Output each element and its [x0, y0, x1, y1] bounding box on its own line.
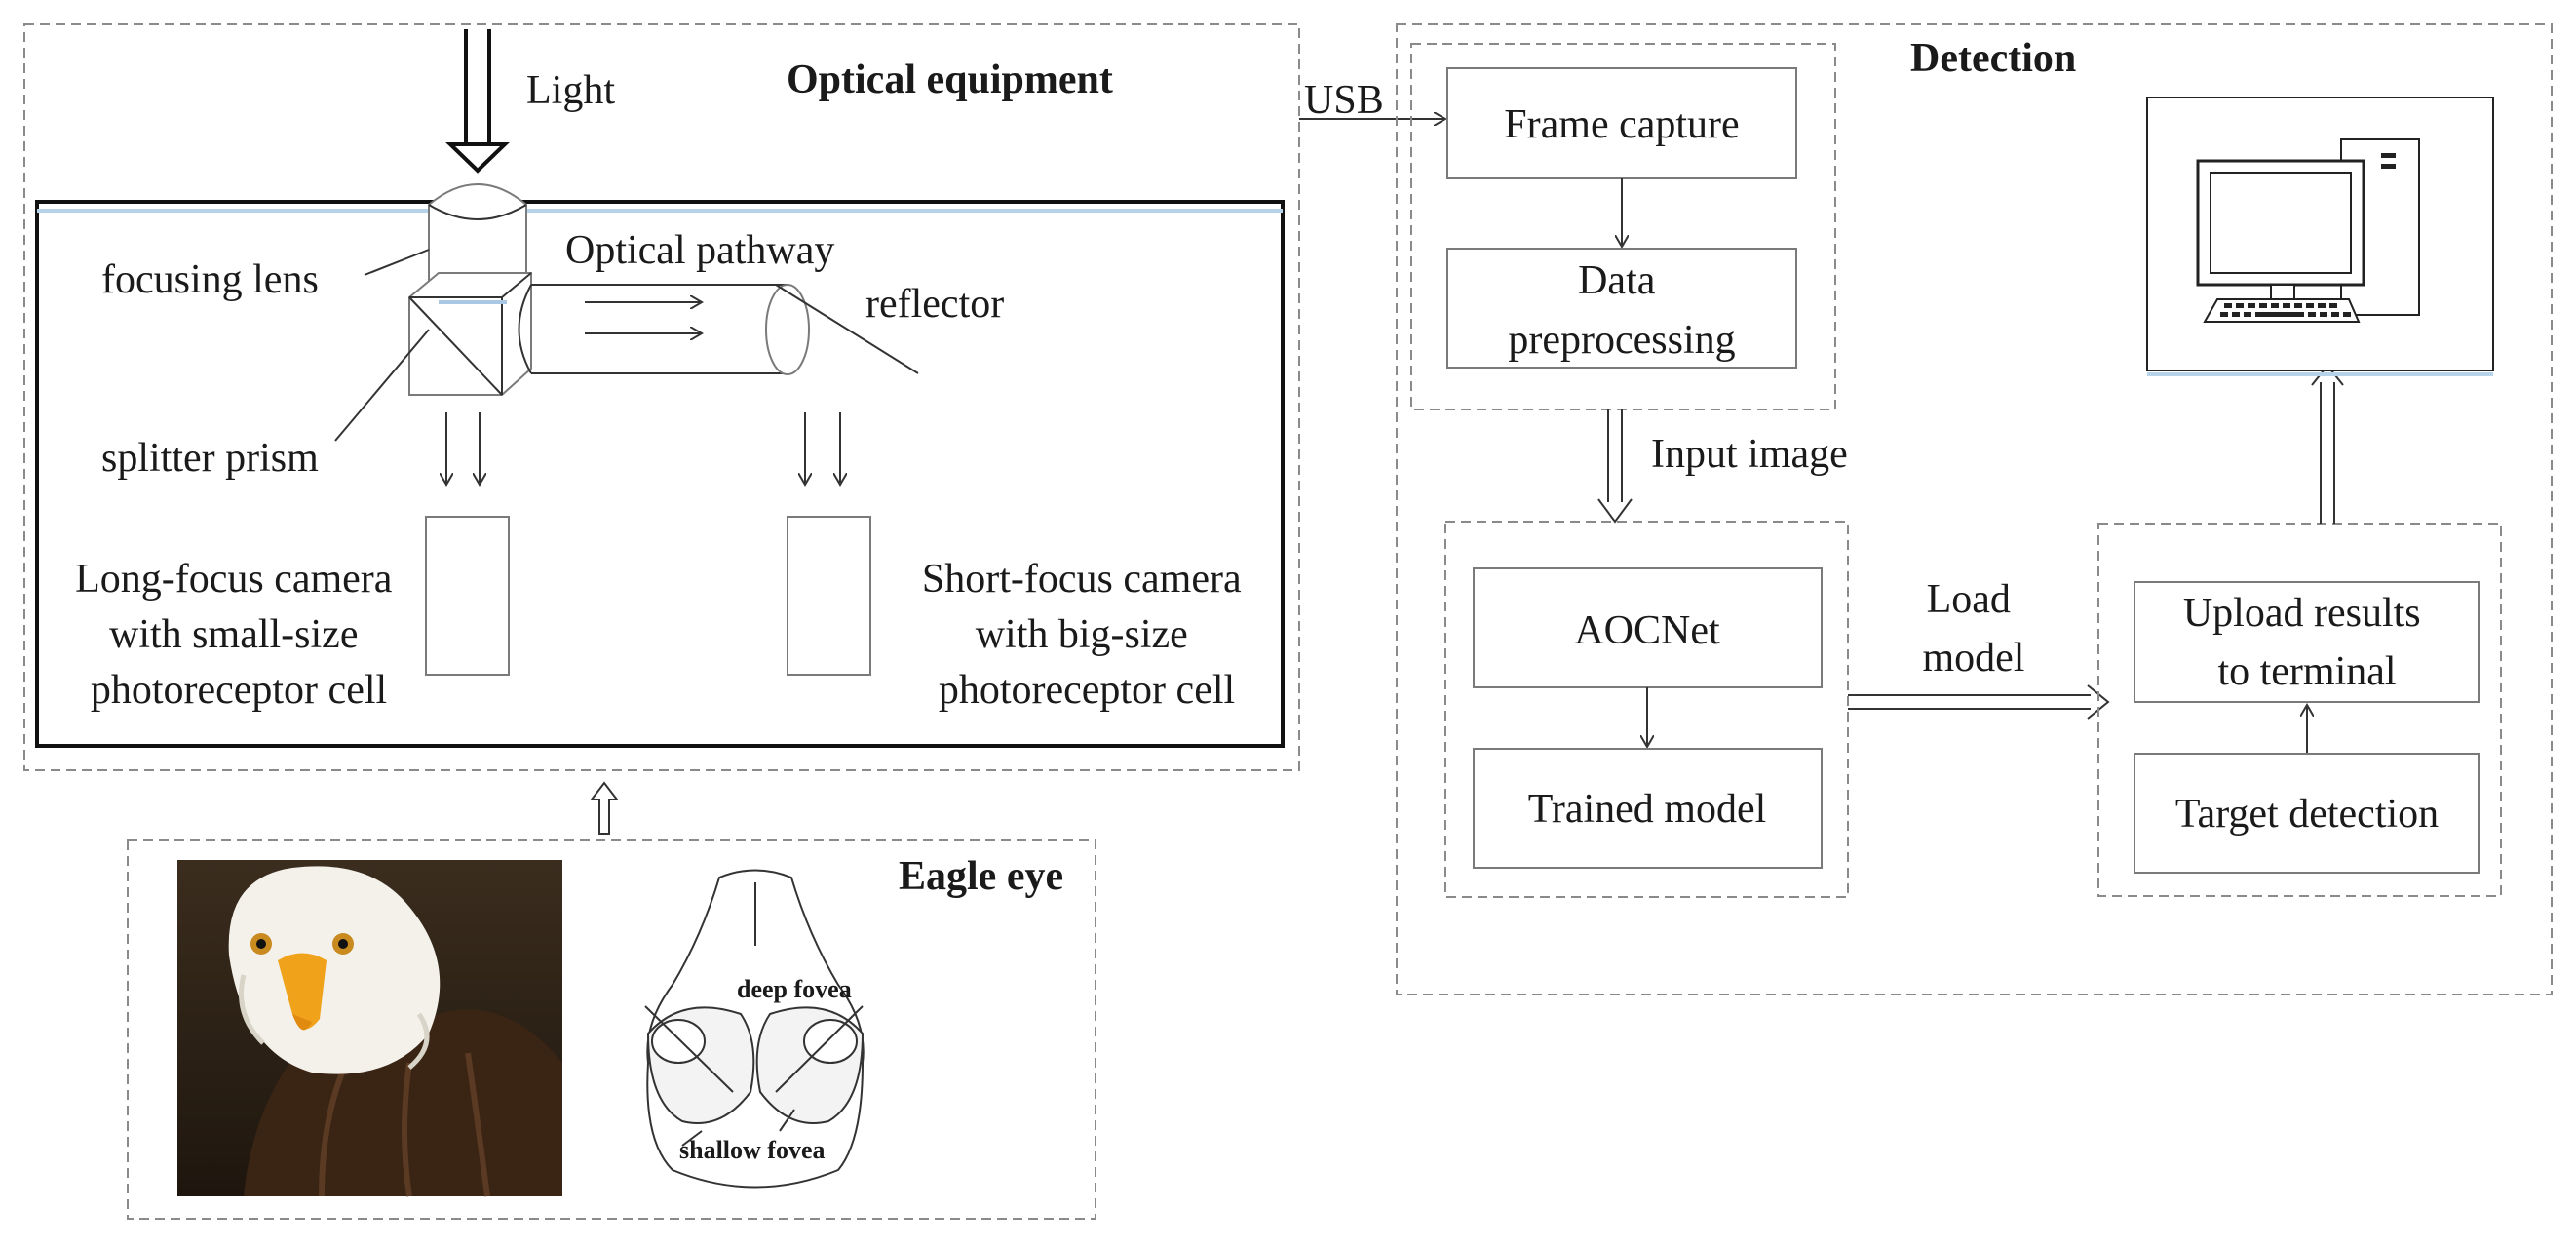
eagle-eye-title: Eagle eye: [899, 854, 1063, 899]
optical-pathway-label: Optical pathway: [565, 228, 834, 273]
equipment-housing: [35, 200, 1285, 748]
eagle-eye-border: [127, 839, 1096, 1220]
eagle-photo: [177, 860, 562, 1197]
input-image-label: Input image: [1651, 432, 1848, 477]
aocnet-label: AOCNet: [1574, 608, 1720, 653]
splitter-prism: [408, 272, 532, 396]
upload-results-label: Upload results to terminal: [2183, 591, 2431, 694]
detection-panel: Detection Frame capture Data preprocessi…: [1396, 23, 2553, 995]
trained-model-box: [1473, 748, 1823, 869]
target-detection-box: [2134, 753, 2480, 874]
down-arrows-right: [805, 412, 840, 485]
deep-fovea-label: deep fovea: [737, 975, 852, 1003]
focusing-lens-label: focusing lens: [101, 257, 319, 302]
terminal-computer-icon: [2146, 97, 2494, 376]
frame-capture-label: Frame capture: [1504, 102, 1739, 147]
capture-group-border: [1410, 43, 1836, 410]
load-model-arrow: [1848, 684, 2110, 720]
data-preprocessing-box: [1446, 248, 1797, 369]
eagle-eye-panel: Eagle eye deep fo: [127, 839, 1096, 1220]
eagle-to-optical-arrow: [589, 781, 620, 835]
long-focus-camera: [425, 516, 510, 676]
shallow-fovea-label: shallow fovea: [679, 1136, 826, 1164]
optical-equipment-panel: Optical equipment Light focusing lens sp…: [23, 23, 1300, 771]
load-model-label: Load model: [1923, 577, 2025, 681]
splitter-prism-label: splitter prism: [101, 436, 319, 481]
reflector-label: reflector: [865, 282, 1004, 327]
target-detection-label: Target detection: [2175, 792, 2439, 837]
reflector-line: [775, 284, 919, 374]
upload-results-box: [2134, 581, 2480, 703]
short-focus-camera: [787, 516, 871, 676]
light-arrow: [445, 29, 510, 174]
short-focus-camera-label: Short-focus camera with big-size photore…: [922, 557, 1251, 713]
aocnet-box: [1473, 567, 1823, 688]
frame-capture-box: [1446, 67, 1797, 179]
result-group-border: [2097, 523, 2502, 897]
long-focus-camera-label: Long-focus camera with small-size photor…: [75, 557, 403, 713]
upload-arrow: [2311, 364, 2344, 524]
input-image-arrow: [1597, 410, 1633, 524]
detection-border: [1396, 23, 2553, 995]
down-arrows-left: [446, 412, 480, 485]
eye-cross-section: [644, 869, 865, 1189]
optical-pathway-tube: [518, 284, 810, 375]
optical-equipment-title: Optical equipment: [787, 58, 1113, 102]
usb-label: USB: [1304, 78, 1384, 123]
detection-title: Detection: [1910, 36, 2076, 81]
optical-equipment-border: [23, 23, 1300, 771]
light-label: Light: [526, 68, 615, 113]
trained-model-label: Trained model: [1528, 787, 1767, 832]
data-preprocessing-label: Data preprocessing: [1508, 258, 1735, 363]
